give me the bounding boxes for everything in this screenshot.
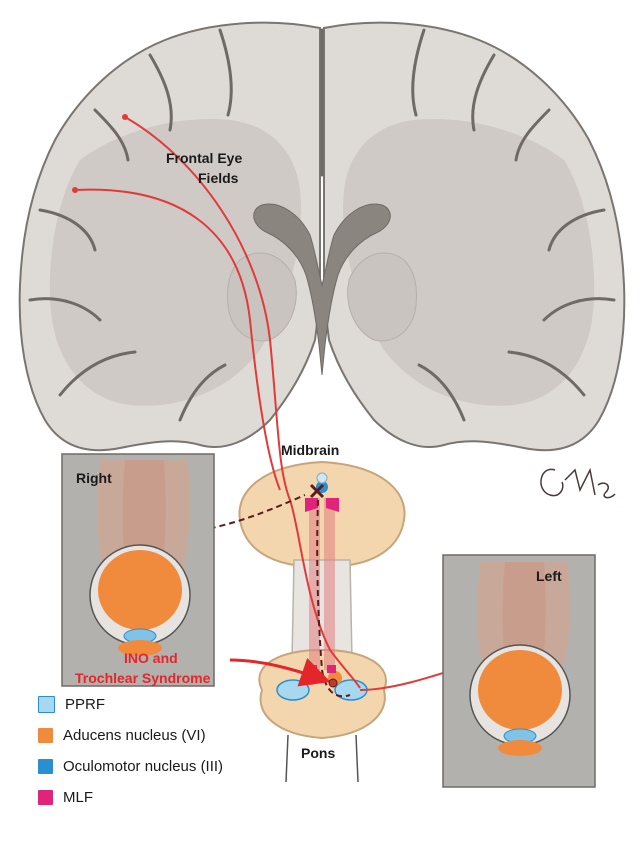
left-eye-inset (443, 555, 595, 787)
legend-item: PPRF (38, 692, 223, 716)
legend: PPRF Aducens nucleus (VI) Oculomotor nucle… (38, 692, 223, 816)
legend-item-label: Oculomotor nucleus (III) (63, 758, 223, 775)
left-eye-lower-muscle (498, 740, 542, 756)
left-eye-orbit-fill (478, 650, 562, 730)
ino-lesion-dot (329, 679, 337, 687)
mlf-swatch (38, 790, 53, 805)
mlf-pons-left (308, 665, 317, 673)
brain-coronal-section (20, 23, 625, 451)
midbrain-label: Midbrain (281, 442, 339, 458)
brainstem (239, 462, 404, 782)
brainstem-column (292, 560, 352, 660)
pprf-swatch (38, 696, 55, 713)
legend-item-label: MLF (63, 789, 93, 806)
artist-signature (541, 469, 615, 497)
oculomotor-swatch (38, 759, 53, 774)
midbrain-aqueduct (317, 473, 327, 483)
right-inset-title: Right (76, 470, 112, 486)
legend-item-label: Aducens nucleus (VI) (63, 727, 206, 744)
fef-dot-lower (72, 187, 78, 193)
left-inset-title: Left (536, 568, 562, 584)
mlf-column-right (324, 498, 335, 670)
frontal-eye-fields-label-line2: Fields (198, 170, 238, 186)
mlf-pons-right (327, 665, 336, 673)
legend-item: Oculomotor nucleus (III) (38, 754, 223, 778)
pons-stalk-right (356, 735, 358, 782)
frontal-eye-fields-label-line1: Frontal Eye (166, 150, 242, 166)
legend-item: MLF (38, 785, 223, 809)
legend-item: Aducens nucleus (VI) (38, 723, 223, 747)
pons-label: Pons (301, 745, 335, 761)
ino-label-line2: Trochlear Syndrome (75, 670, 210, 686)
legend-item-label: PPRF (65, 696, 105, 713)
fef-dot-upper (122, 114, 128, 120)
pons-stalk-left (286, 735, 288, 782)
ino-label-line1: INO and (124, 650, 178, 666)
aducens-swatch (38, 728, 53, 743)
right-eye-orbit-fill (98, 550, 182, 630)
pprf-left (277, 680, 309, 700)
